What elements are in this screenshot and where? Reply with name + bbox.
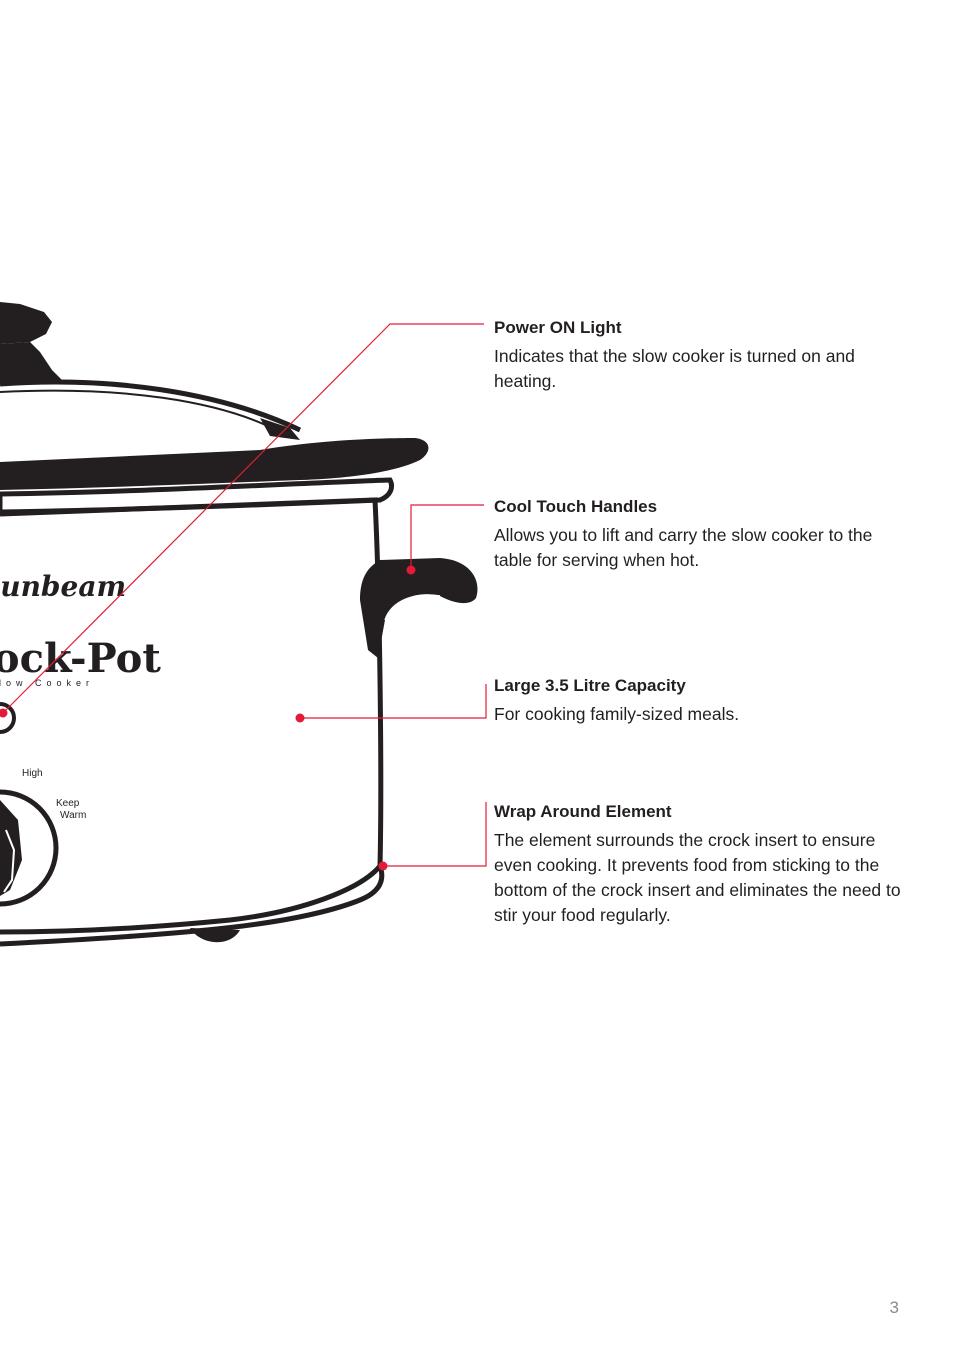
lid-knob-stem [0, 342, 62, 384]
cooker-body [0, 497, 384, 935]
dial-label-keep-warm: Keep Warm [56, 798, 86, 821]
cool-touch-handle [360, 558, 478, 658]
callout-body: Allows you to lift and carry the slow co… [494, 525, 873, 571]
power-light [0, 702, 16, 734]
dial-label-warm: Warm [60, 810, 86, 821]
callout-cool-touch-handles: Cool Touch Handles Allows you to lift an… [494, 497, 904, 573]
dot-capacity [295, 713, 305, 723]
dot-handles [406, 565, 416, 575]
leader-lines [3, 323, 487, 867]
dial-pointer [0, 800, 22, 896]
leader-capacity [300, 684, 487, 719]
callout-body: For cooking family-sized meals. [494, 704, 740, 725]
callout-title: Large 3.5 Litre Capacity [494, 676, 686, 695]
brand-logo: Sunbeam [0, 570, 126, 603]
callout-title: Wrap Around Element [494, 802, 672, 821]
callout-title: Power ON Light [494, 318, 622, 337]
leader-handles [410, 504, 484, 569]
dot-power-light [0, 708, 8, 718]
dot-element [378, 861, 388, 871]
glass-lid [0, 379, 302, 433]
lid-rim [0, 438, 429, 490]
leader-power-light [3, 323, 484, 713]
control-dial [0, 789, 59, 907]
callout-body: The element surrounds the crock insert t… [494, 830, 901, 926]
page-number: 3 [889, 1298, 899, 1317]
callout-body: Indicates that the slow cooker is turned… [494, 346, 855, 392]
dial-label-keep: Keep [56, 798, 80, 809]
product-tagline: Slow Cooker [0, 678, 94, 688]
callout-capacity: Large 3.5 Litre Capacity For cooking fam… [494, 676, 904, 727]
cooker-foot [190, 928, 240, 943]
leader-dots [0, 565, 416, 871]
lid-knob [0, 302, 52, 344]
callout-title: Cool Touch Handles [494, 497, 658, 516]
callout-wrap-around-element: Wrap Around Element The element surround… [494, 802, 904, 928]
leader-element [383, 802, 487, 867]
callout-power-light: Power ON Light Indicates that the slow c… [494, 318, 904, 394]
dial-label-high: High [22, 768, 43, 779]
product-logo: Crock-Pot [0, 635, 161, 682]
